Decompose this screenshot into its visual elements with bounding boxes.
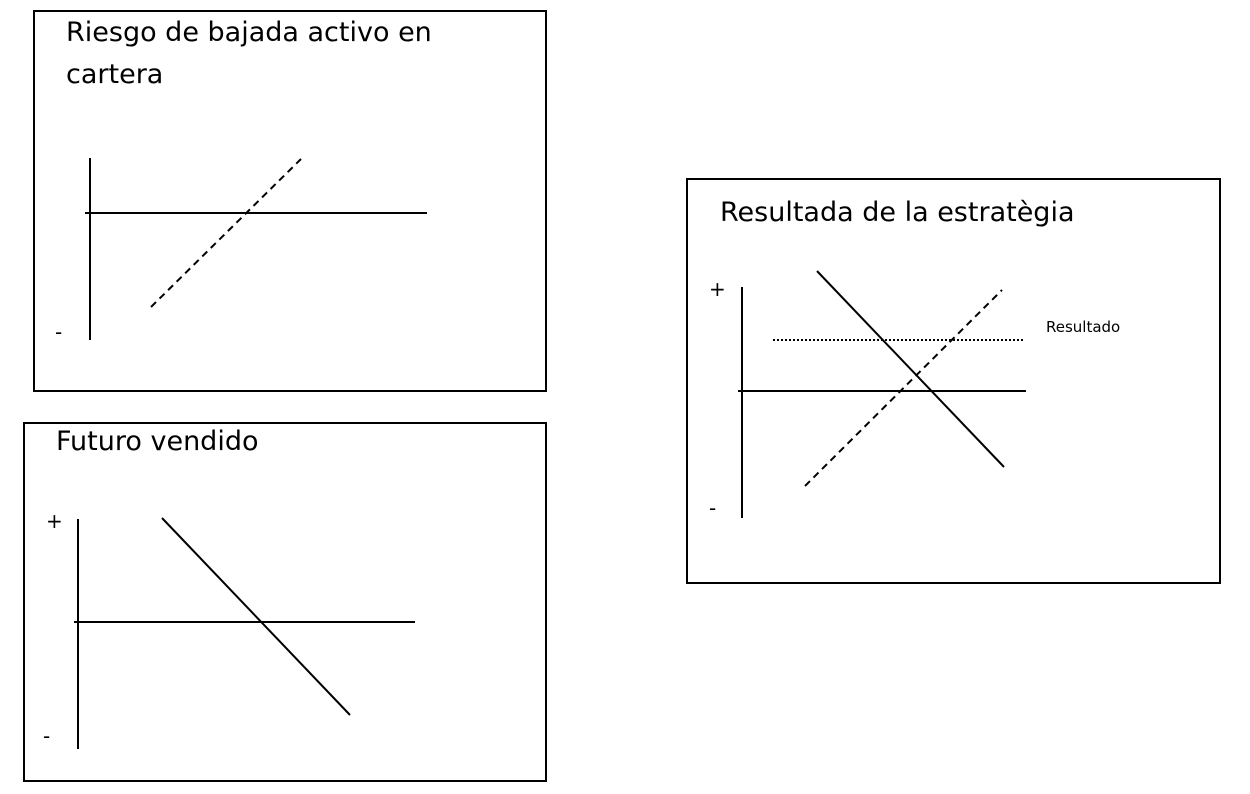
strategy-result-diagram [738, 270, 1026, 518]
plus-sign: + [46, 509, 63, 533]
asset-payoff-line [804, 289, 1003, 487]
plus-sign: + [709, 277, 726, 301]
result-label: Resultado [1046, 318, 1121, 336]
minus-sign: - [55, 320, 63, 344]
asset-risk-title: Riesgo de bajada activo en cartera [66, 17, 432, 90]
strategy-result-title: Resultada de la estratègia [720, 197, 1075, 228]
asset-risk-diagram [85, 158, 427, 340]
sold-future-title: Futuro vendido [56, 426, 259, 457]
future-payoff-line [816, 270, 1005, 468]
sold-future-panel: Futuro vendido + - [23, 422, 547, 782]
minus-sign: - [709, 496, 717, 520]
sold-future-diagram [74, 517, 415, 749]
future-payoff-line [161, 517, 351, 716]
asset-payoff-line [150, 158, 302, 308]
minus-sign: - [43, 724, 51, 748]
asset-risk-panel: Riesgo de bajada activo en cartera - [33, 10, 547, 392]
strategy-result-panel: Resultada de la estratègia + - Resultado [686, 178, 1221, 584]
